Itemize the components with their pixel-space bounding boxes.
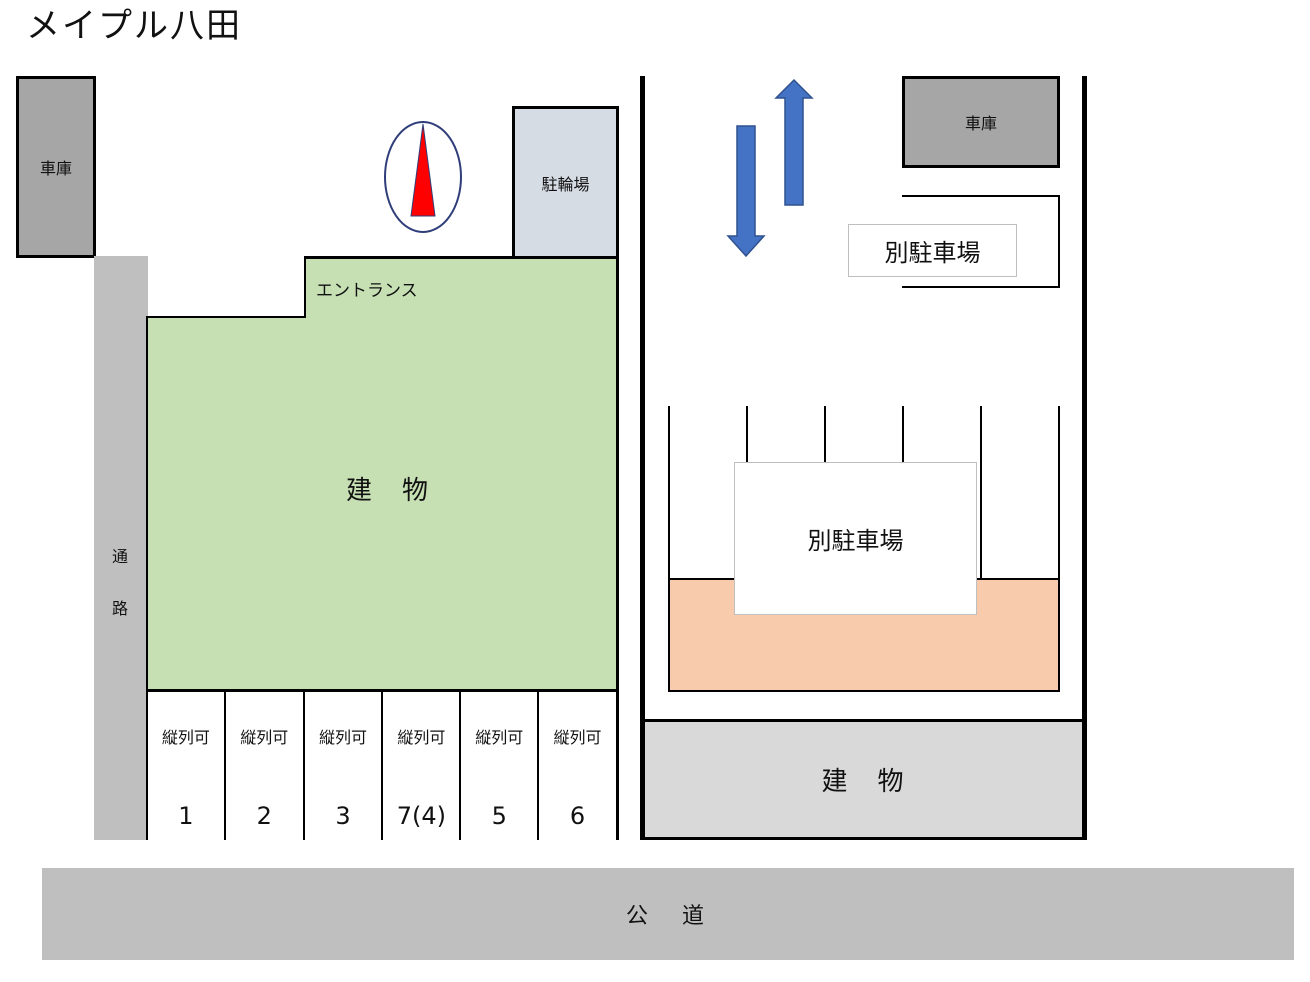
other-parking-top-label: 別駐車場 [884, 239, 981, 267]
right-lot-left-wall [640, 76, 645, 840]
left-garage: 車庫 [16, 76, 96, 258]
public-road: 公 道 [42, 868, 1294, 960]
stall-line [668, 406, 670, 580]
bike-parking: 駐輪場 [512, 106, 619, 260]
parking-slot[interactable]: 縦列可 1 [148, 690, 226, 840]
other-parking-top-outline [902, 195, 1060, 288]
other-parking-center-label: 別駐車場 [807, 527, 904, 555]
parking-slot[interactable]: 縦列可 6 [539, 690, 619, 840]
slot-number: 5 [491, 802, 507, 830]
building-entrance-wing [304, 256, 619, 318]
slot-note: 縦列可 [553, 728, 602, 747]
left-garage-label: 車庫 [39, 159, 72, 178]
traffic-arrows-icon [726, 78, 814, 258]
building-join [306, 310, 616, 320]
right-building-label: 建 物 [821, 767, 906, 797]
slot-number: 3 [335, 802, 351, 830]
side-aisle [94, 256, 148, 840]
stall-line [1058, 406, 1060, 580]
main-building [146, 316, 619, 692]
slot-note: 縦列可 [319, 728, 368, 747]
parking-slot[interactable]: 縦列可 5 [461, 690, 540, 840]
north-arrow-icon [384, 121, 462, 233]
slot-note: 縦列可 [240, 728, 289, 747]
right-building: 建 物 [645, 719, 1082, 840]
slot-number: 6 [569, 802, 586, 830]
slot-number: 1 [178, 802, 194, 830]
slot-number: 2 [256, 802, 272, 830]
page-title: メイプル八田 [26, 6, 242, 46]
right-garage: 車庫 [902, 76, 1060, 168]
parking-slot[interactable]: 縦列可 2 [226, 690, 305, 840]
right-garage-label: 車庫 [964, 114, 997, 133]
building-label: 建 物 [346, 476, 431, 506]
slot-note: 縦列可 [161, 728, 210, 747]
slot-note: 縦列可 [397, 728, 446, 747]
parking-slot[interactable]: 縦列可 3 [305, 690, 384, 840]
bike-parking-label: 駐輪場 [541, 175, 590, 194]
slot-note: 縦列可 [475, 728, 524, 747]
stall-line [980, 406, 982, 580]
right-lot-right-wall [1082, 76, 1087, 840]
slot-number: 7(4) [396, 802, 447, 830]
aisle-label-2: 路 [112, 599, 129, 618]
other-parking-center: 別駐車場 [734, 462, 977, 615]
aisle-label-1: 通 [112, 547, 129, 566]
parking-slots: 縦列可 1 縦列可 2 縦列可 3 縦列可 7(4) 縦列可 5 縦列可 6 [146, 690, 619, 840]
parking-slot[interactable]: 縦列可 7(4) [383, 690, 462, 840]
entrance-label: エントランス [316, 281, 418, 301]
road-label: 公 道 [625, 904, 710, 929]
other-parking-top: 別駐車場 [848, 224, 1017, 277]
